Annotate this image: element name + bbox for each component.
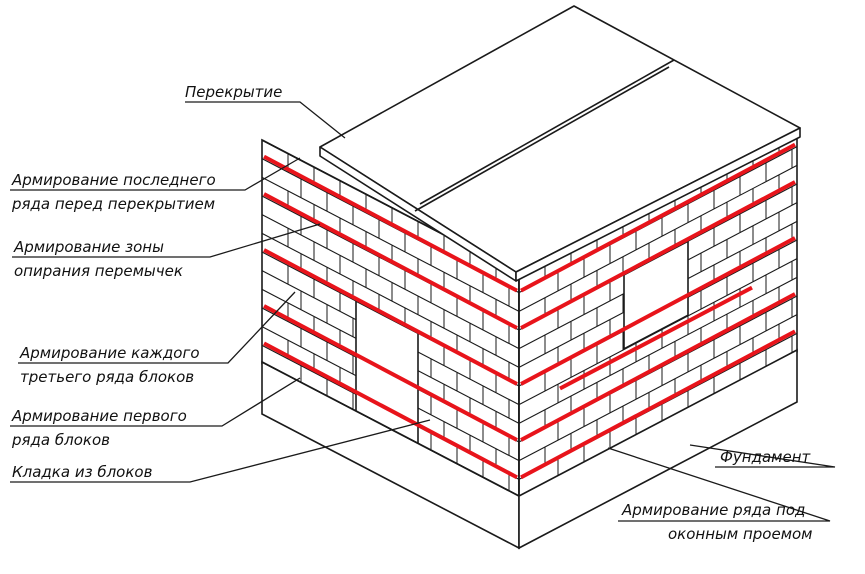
label-window-row-2: оконным проемом: [668, 525, 813, 543]
course-line: [261, 176, 520, 312]
leader-lines: [10, 101, 836, 522]
label-first-row-2: ряда блоков: [11, 431, 110, 449]
course-line: [261, 214, 520, 350]
label-third-row-2: третьего ряда блоков: [20, 368, 194, 386]
reinforcement-strip: [263, 341, 518, 480]
course-line: [261, 232, 520, 368]
reinforcement-strip: [263, 248, 518, 386]
course-line: [518, 164, 798, 312]
course-line: [518, 314, 798, 462]
roof-slab: [319, 5, 801, 282]
reinforcement-strip: [263, 304, 518, 442]
reinforcement-strip: [520, 329, 796, 480]
reinforcement-strips: [263, 142, 796, 480]
foundation: [261, 348, 798, 550]
labels: Перекрытие Армирование последнего ряда п…: [11, 83, 813, 543]
course-line: [518, 276, 798, 424]
reinforcement-strip: [520, 180, 796, 330]
label-foundation: Фундамент: [720, 448, 812, 466]
label-lintel-1: Армирование зоны: [13, 238, 164, 256]
label-last-row-1: Армирование последнего: [11, 171, 216, 189]
reinforcement-strip: [520, 236, 796, 386]
reinforcement-strip: [520, 142, 796, 293]
label-last-row-2: ряда перед перекрытием: [11, 195, 215, 213]
label-overlap: Перекрытие: [185, 83, 282, 101]
label-lintel-2: опирания перемычек: [14, 262, 183, 280]
reinforcement-strip: [520, 292, 796, 442]
label-first-row-1: Армирование первого: [11, 407, 187, 425]
label-window-row-1: Армирование ряда под: [621, 501, 805, 519]
reinforcement-strip: [263, 154, 518, 293]
label-masonry: Кладка из блоков: [12, 463, 153, 481]
reinforcement-strip-window: [559, 285, 753, 391]
label-third-row-1: Армирование каждого: [19, 344, 200, 362]
reinforcement-strip: [263, 192, 518, 330]
